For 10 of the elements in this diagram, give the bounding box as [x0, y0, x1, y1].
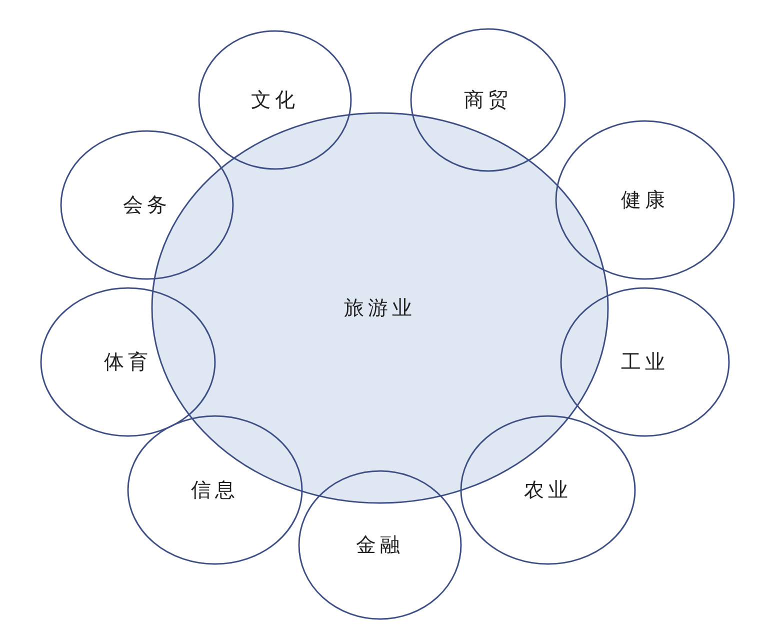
sector-label: 农业	[524, 476, 572, 504]
center-label: 旅游业	[344, 294, 416, 322]
sector-label: 体育	[104, 348, 152, 376]
sector-label: 金融	[356, 532, 404, 558]
sector-label: 工业	[621, 348, 669, 376]
sector-label: 会务	[123, 192, 171, 218]
sector-label: 文化	[251, 86, 299, 114]
sector-label: 信息	[191, 476, 239, 504]
sector-label: 商贸	[464, 86, 512, 114]
sector-label: 健康	[621, 186, 669, 214]
